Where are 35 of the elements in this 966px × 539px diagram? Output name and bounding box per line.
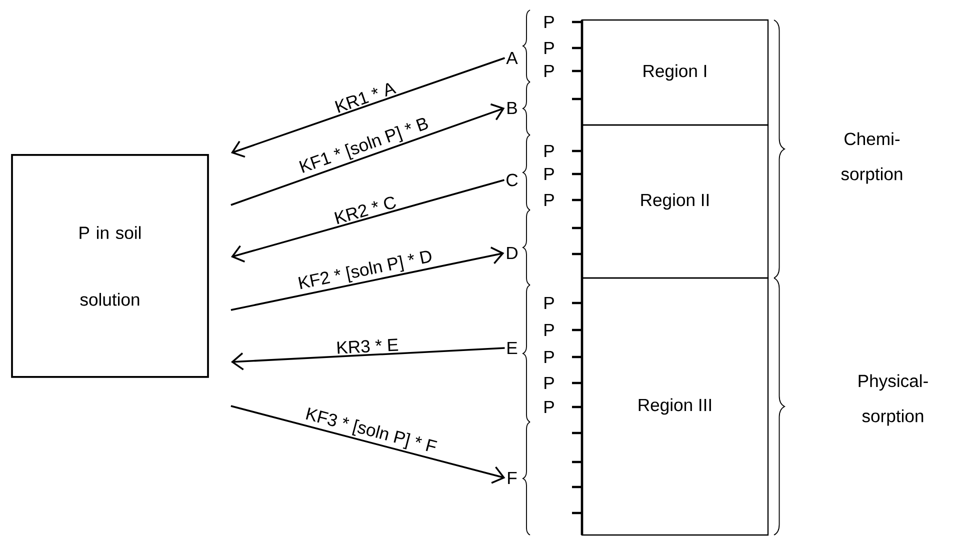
pool-letter: F <box>508 472 517 484</box>
site-label: P <box>544 194 554 206</box>
edge-label: KR3 * E <box>337 338 398 354</box>
arrow <box>230 347 505 370</box>
site-label: P <box>544 16 554 28</box>
site-label: P <box>544 296 554 310</box>
arrow <box>230 57 506 158</box>
pool-letter: E <box>508 342 518 354</box>
pool-letter: C <box>506 174 518 186</box>
site-label: P <box>544 64 554 78</box>
arrow <box>230 405 506 484</box>
site-label: P <box>544 376 554 390</box>
site-label: P <box>544 324 554 336</box>
pool-letter: B <box>508 102 517 114</box>
site-label: P <box>544 400 554 414</box>
site-label: P <box>544 144 554 158</box>
edge-label: KF1 * [soln P] * B <box>299 118 428 173</box>
arrow <box>230 103 505 206</box>
region-box: Region III <box>581 277 769 536</box>
region-box: Region I <box>581 19 769 126</box>
arrow <box>230 179 504 262</box>
edge-label: KR2 * C <box>334 196 396 224</box>
arrow <box>230 246 504 311</box>
edge-label: KF2 * [soln P] * D <box>298 250 432 290</box>
edge-label: KR1 * A <box>334 83 396 113</box>
pool-letter: A <box>506 52 518 64</box>
group-label: Chemi- sorption <box>841 132 902 184</box>
pool-box: P in soil solution <box>11 154 209 378</box>
region-box: Region II <box>581 124 769 279</box>
site-label: P <box>544 42 554 54</box>
edge-label: KF3 * [soln P] * F <box>306 408 438 452</box>
site-label: P <box>544 168 554 180</box>
pool-letter: D <box>507 246 518 260</box>
site-label: P <box>544 350 554 364</box>
group-label: Physical- sorption <box>858 374 928 426</box>
